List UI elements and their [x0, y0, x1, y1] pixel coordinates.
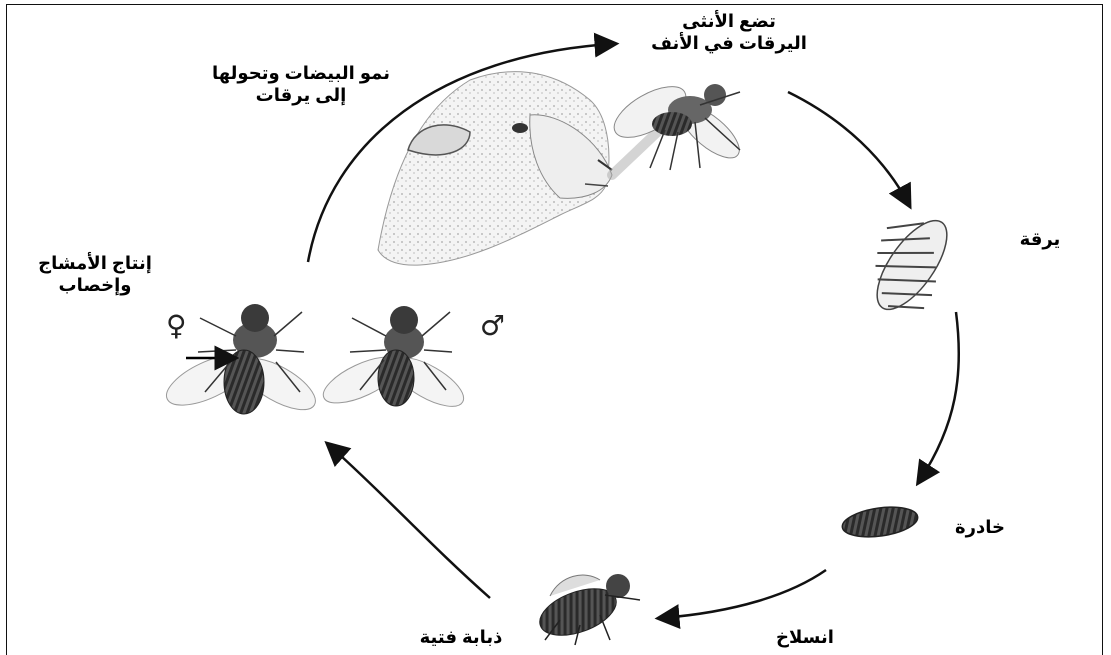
label-female-lays-larvae: تضع الأنثى اليرقات في الأنف	[624, 10, 834, 54]
arrow-to-mating-flies	[330, 446, 490, 598]
label-gametes-fertilization: إنتاج الأمشاج وإخصاب	[10, 252, 180, 296]
label-molting: انسلاخ	[760, 626, 850, 648]
pupa-image	[840, 503, 919, 541]
adult-fly-image-top	[606, 76, 747, 175]
label-young-fly: ذبابة فتية	[396, 626, 526, 648]
arrow-to-young-fly	[662, 570, 826, 618]
arrow-to-pupa	[920, 312, 959, 480]
male-fly-image	[317, 306, 470, 416]
label-larva: يرقة	[1010, 228, 1070, 250]
arrow-to-larva	[788, 92, 908, 203]
emerging-fly-image	[534, 574, 640, 645]
label-eggs-grow: نمو البيضات وتحولها إلى يرقات	[166, 62, 436, 106]
label-pupa: خادرة	[940, 516, 1020, 538]
larva-image	[864, 210, 960, 320]
female-symbol: ♀	[166, 312, 187, 340]
male-symbol: ♂	[480, 312, 505, 340]
